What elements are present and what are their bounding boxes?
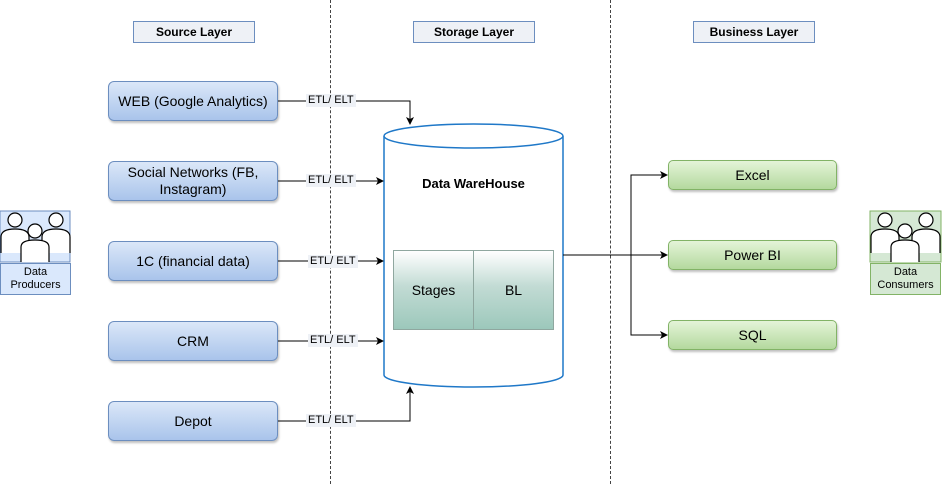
business-sql[interactable]: SQL [668, 320, 837, 350]
data-consumers-label: Data Consumers [870, 263, 941, 295]
source-depot[interactable]: Depot [108, 401, 278, 441]
connector-to-excel [630, 171, 668, 255]
storage-layer-header: Storage Layer [413, 21, 535, 43]
etl-label: ETL/ ELT [308, 255, 358, 268]
source-layer-header: Source Layer [133, 21, 255, 43]
business-excel[interactable]: Excel [668, 160, 837, 190]
source-social-networks[interactable]: Social Networks (FB, Instagram) [108, 161, 278, 201]
users-group-icon [0, 210, 71, 263]
layer-divider [610, 0, 611, 484]
bl-block[interactable]: BL [473, 250, 554, 330]
data-producers-label: Data Producers [0, 263, 71, 295]
business-layer-header: Business Layer [693, 21, 815, 43]
data-producers-actor[interactable]: Data Producers [0, 211, 71, 295]
data-consumers-actor[interactable]: Data Consumers [870, 211, 941, 295]
layer-divider [330, 0, 331, 484]
source-crm[interactable]: CRM [108, 321, 278, 361]
etl-label: ETL/ ELT [306, 94, 356, 107]
stages-block[interactable]: Stages [393, 250, 474, 330]
etl-label: ETL/ ELT [308, 334, 358, 347]
business-power-bi[interactable]: Power BI [668, 240, 837, 270]
connector-to-sql [630, 255, 668, 339]
etl-label: ETL/ ELT [306, 174, 356, 187]
etl-label: ETL/ ELT [306, 414, 356, 427]
users-group-icon [869, 210, 942, 263]
warehouse-title: Data WareHouse [422, 176, 525, 191]
source-1c[interactable]: 1C (financial data) [108, 241, 278, 281]
source-web[interactable]: WEB (Google Analytics) [108, 81, 278, 121]
